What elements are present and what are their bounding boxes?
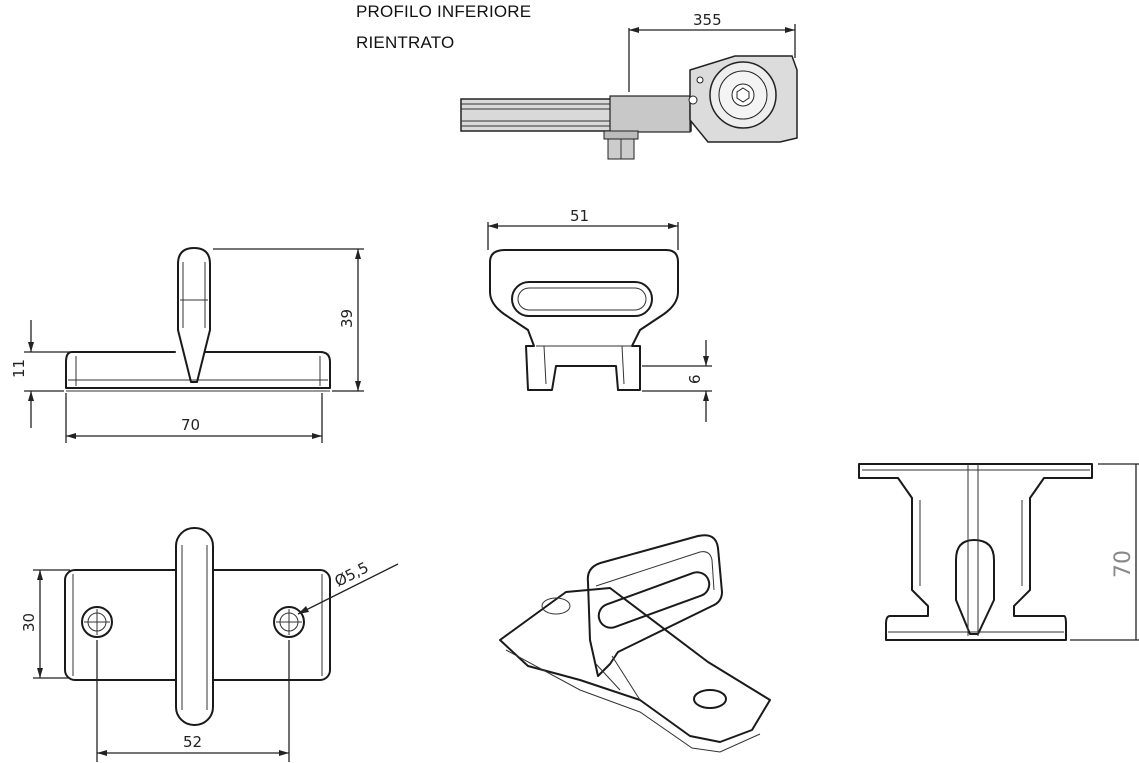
profile-assembly-view: 355 <box>460 11 798 160</box>
dim-width-top: 51 <box>570 207 589 225</box>
isometric-view <box>499 534 771 753</box>
dim-hole-spacing: 52 <box>183 733 202 751</box>
dim-plate-width: 30 <box>20 613 38 632</box>
dim-height-front: 39 <box>338 309 356 328</box>
dim-base-thickness: 11 <box>10 359 28 378</box>
drawing-title-line-2: RIENTRATO <box>356 33 455 52</box>
dim-profile-length: 355 <box>693 11 722 29</box>
dim-hook-depth: 6 <box>686 374 704 384</box>
dim-base-length: 70 <box>181 416 200 434</box>
right-profile-view: 70 <box>858 463 1139 641</box>
drawing-title-line-1: PROFILO INFERIORE <box>356 2 532 21</box>
dim-side-length: 70 <box>1111 550 1136 578</box>
dim-hole-diameter: Ø5,5 <box>332 558 372 590</box>
front-view: 39 11 70 <box>10 247 364 443</box>
side-view: 51 6 <box>487 207 712 422</box>
top-view: Ø5,5 30 52 <box>20 527 399 762</box>
